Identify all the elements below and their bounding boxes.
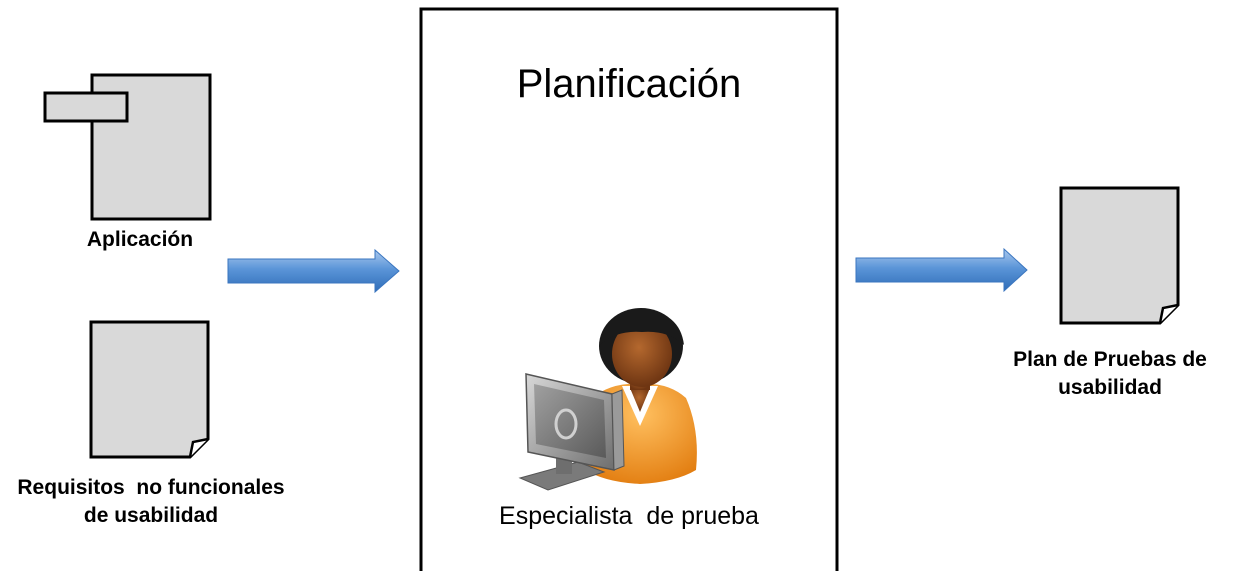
process-title: Planificación: [516, 62, 742, 106]
output-document-icon: [1059, 186, 1180, 325]
flow-arrow-out: [855, 247, 1028, 293]
input-label-aplicacion: Aplicación: [86, 228, 194, 251]
output-label-line1: Plan de Pruebas de: [1013, 348, 1207, 371]
flow-arrow-in: [227, 248, 400, 294]
input-label-requisitos-line2: de usabilidad: [83, 504, 219, 527]
component-document-icon: [43, 73, 212, 221]
user-at-computer-icon: [518, 308, 697, 491]
role-label: Especialista de prueba: [499, 502, 759, 530]
input-label-requisitos-line1: Requisitos no funcionales: [17, 476, 285, 499]
output-label-line2: usabilidad: [1058, 376, 1162, 399]
document-icon: [89, 320, 210, 459]
